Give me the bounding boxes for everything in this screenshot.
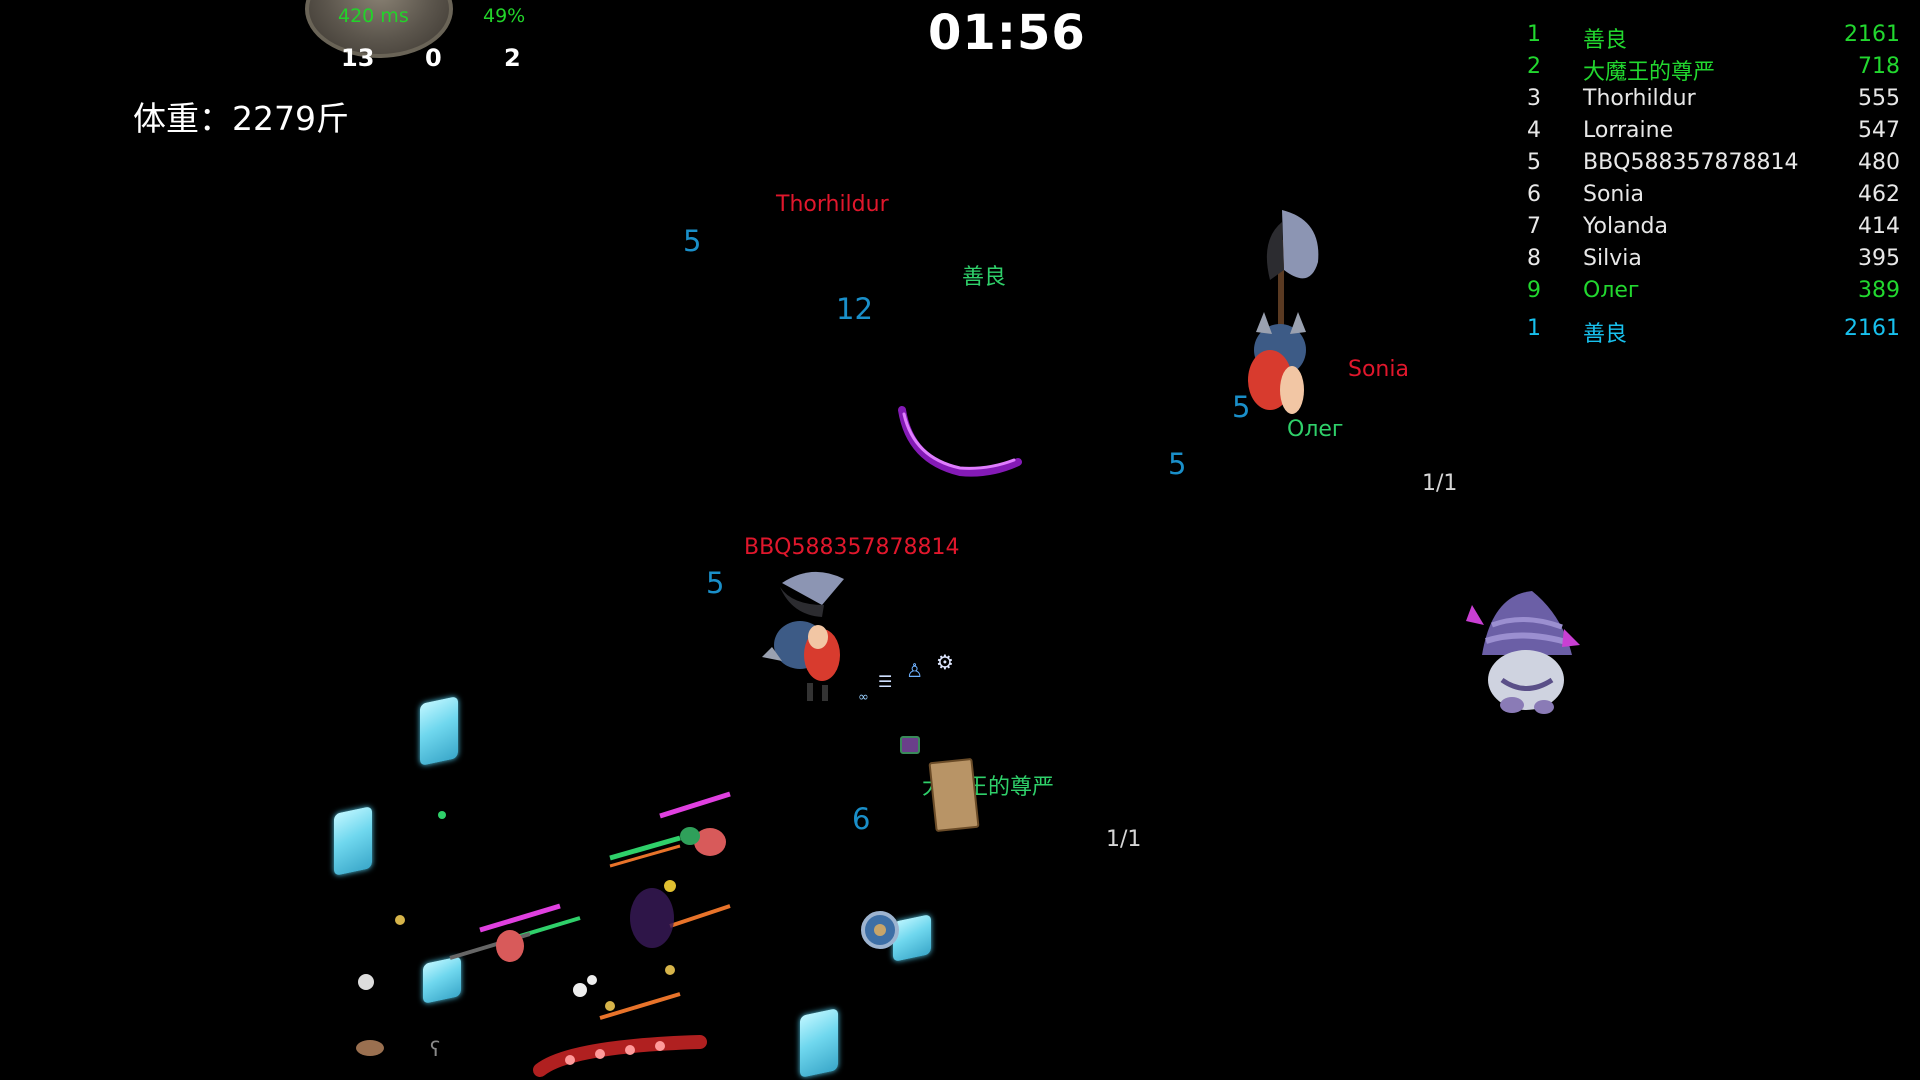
player-label-bbq[interactable]: BBQ588357878814 <box>744 535 960 560</box>
player-label-sonia[interactable]: Sonia <box>1348 357 1409 382</box>
ping-readout: 420 ms <box>338 5 409 27</box>
leaderboard-name: 大魔王的尊严 <box>1583 60 1716 85</box>
fps-readout: 49% <box>483 5 526 27</box>
player-label-oleg[interactable]: Олег <box>1287 417 1344 442</box>
match-timer: 01:56 <box>928 5 1086 61</box>
damage-number: 6 <box>852 802 871 836</box>
leaderboard-score: 389 <box>1858 278 1900 303</box>
leaderboard-score: 718 <box>1858 54 1900 79</box>
crystal-icon[interactable] <box>420 695 458 767</box>
slash-effect-icon <box>898 406 1022 477</box>
leaderboard-name: Олег <box>1583 278 1640 303</box>
leaderboard-row: 1 善良 2161 <box>1500 22 1900 54</box>
link-icon: ∞ <box>858 690 869 705</box>
battle-cluster-icon: ʕ <box>356 791 731 1077</box>
leaderboard-row: 3 Thorhildur 555 <box>1500 86 1900 118</box>
leaderboard-rank: 7 <box>1527 214 1541 239</box>
leaderboard-row: 8 Silvia 395 <box>1500 246 1900 278</box>
deaths-count: 0 <box>425 44 442 72</box>
wizard-hat-ghost-icon[interactable] <box>1462 585 1582 720</box>
damage-number: 5 <box>706 566 725 600</box>
shield-icon[interactable] <box>860 910 900 950</box>
leaderboard-row: 4 Lorraine 547 <box>1500 118 1900 150</box>
leaderboard-row: 6 Sonia 462 <box>1500 182 1900 214</box>
leaderboard-rank: 4 <box>1527 118 1541 143</box>
assists-count: 2 <box>504 44 521 72</box>
charge-counter: 1/1 <box>1106 827 1142 852</box>
leaderboard-self-rank: 1 <box>1527 316 1541 341</box>
leaderboard-rank: 2 <box>1527 54 1541 79</box>
scroll-icon[interactable] <box>928 757 980 833</box>
damage-number: 5 <box>1232 390 1251 424</box>
charge-counter: 1/1 <box>1422 471 1458 496</box>
gem-icon <box>900 736 920 754</box>
viking-warrior-icon[interactable] <box>1230 200 1340 450</box>
user-icon[interactable]: ♙ <box>906 660 924 682</box>
leaderboard-row: 9 Олег 389 <box>1500 278 1900 310</box>
leaderboard-rank: 9 <box>1527 278 1541 303</box>
damage-number: 5 <box>1168 447 1187 481</box>
leaderboard-self-score: 2161 <box>1844 316 1900 341</box>
damage-number: 5 <box>683 224 702 258</box>
leaderboard-row: 2 大魔王的尊严 718 <box>1500 54 1900 86</box>
leaderboard-rank: 1 <box>1527 22 1541 47</box>
svg-text:ʕ: ʕ <box>430 1037 440 1061</box>
leaderboard-score: 480 <box>1858 150 1900 175</box>
leaderboard-name: BBQ588357878814 <box>1583 150 1799 175</box>
gear-icon[interactable]: ⚙ <box>936 650 954 674</box>
leaderboard-row: 7 Yolanda 414 <box>1500 214 1900 246</box>
leaderboard-rank: 3 <box>1527 86 1541 111</box>
weight-label: 体重：2279斤 <box>133 99 349 138</box>
leaderboard-name: Silvia <box>1583 246 1642 271</box>
leaderboard-name: Thorhildur <box>1583 86 1696 111</box>
leaderboard-score: 2161 <box>1844 22 1900 47</box>
leaderboard-score: 414 <box>1858 214 1900 239</box>
leaderboard-score: 547 <box>1858 118 1900 143</box>
leaderboard-row: 5 BBQ588357878814 480 <box>1500 150 1900 182</box>
leaderboard-rank: 5 <box>1527 150 1541 175</box>
kills-count: 13 <box>341 44 375 72</box>
crystal-icon[interactable] <box>800 1007 838 1079</box>
leaderboard-rows: 1 善良 2161 2 大魔王的尊严 718 3 Thorhildur 555 4 Lorraine… <box>1500 22 1900 310</box>
leaderboard-self-name: 善良 <box>1583 322 1628 347</box>
leaderboard-rank: 8 <box>1527 246 1541 271</box>
list-icon[interactable]: ☰ <box>878 672 893 691</box>
viking-warrior-icon[interactable] <box>752 565 872 715</box>
leaderboard-name: Sonia <box>1583 182 1644 207</box>
leaderboard-score: 462 <box>1858 182 1900 207</box>
leaderboard-name: Yolanda <box>1583 214 1668 239</box>
leaderboard-score: 555 <box>1858 86 1900 111</box>
leaderboard-self-row: 1 善良 2161 <box>1500 316 1900 348</box>
leaderboard-name: Lorraine <box>1583 118 1674 143</box>
leaderboard-name: 善良 <box>1583 28 1628 53</box>
player-label-shanliang[interactable]: 善良 <box>962 265 1007 290</box>
leaderboard-score: 395 <box>1858 246 1900 271</box>
player-label-thorhildur[interactable]: Thorhildur <box>776 192 889 217</box>
damage-number: 12 <box>836 292 873 326</box>
leaderboard-rank: 6 <box>1527 182 1541 207</box>
